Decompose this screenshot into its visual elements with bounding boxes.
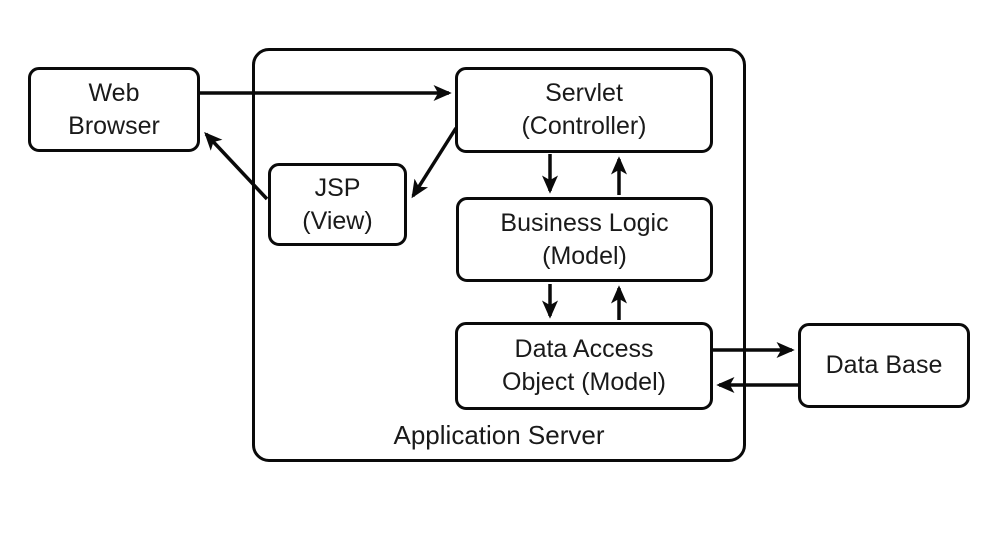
node-data-base: Data Base [798,323,970,408]
node-web-browser-label: Web Browser [68,78,160,140]
node-data-access-object-model: Data Access Object (Model) [455,322,713,410]
node-jsp-view-label: JSP (View) [302,173,373,235]
node-data-base-label: Data Base [825,351,943,379]
node-data-access-object-model-label: Data Access Object (Model) [502,335,666,396]
node-servlet-controller-label: Servlet (Controller) [521,79,647,140]
application-server-label: Application Server [393,420,605,450]
node-business-logic-model: Business Logic (Model) [456,197,713,282]
node-jsp-view: JSP (View) [268,163,407,246]
node-business-logic-model-label: Business Logic (Model) [500,208,669,270]
node-web-browser: Web Browser [28,67,200,152]
node-servlet-controller: Servlet (Controller) [455,67,713,153]
